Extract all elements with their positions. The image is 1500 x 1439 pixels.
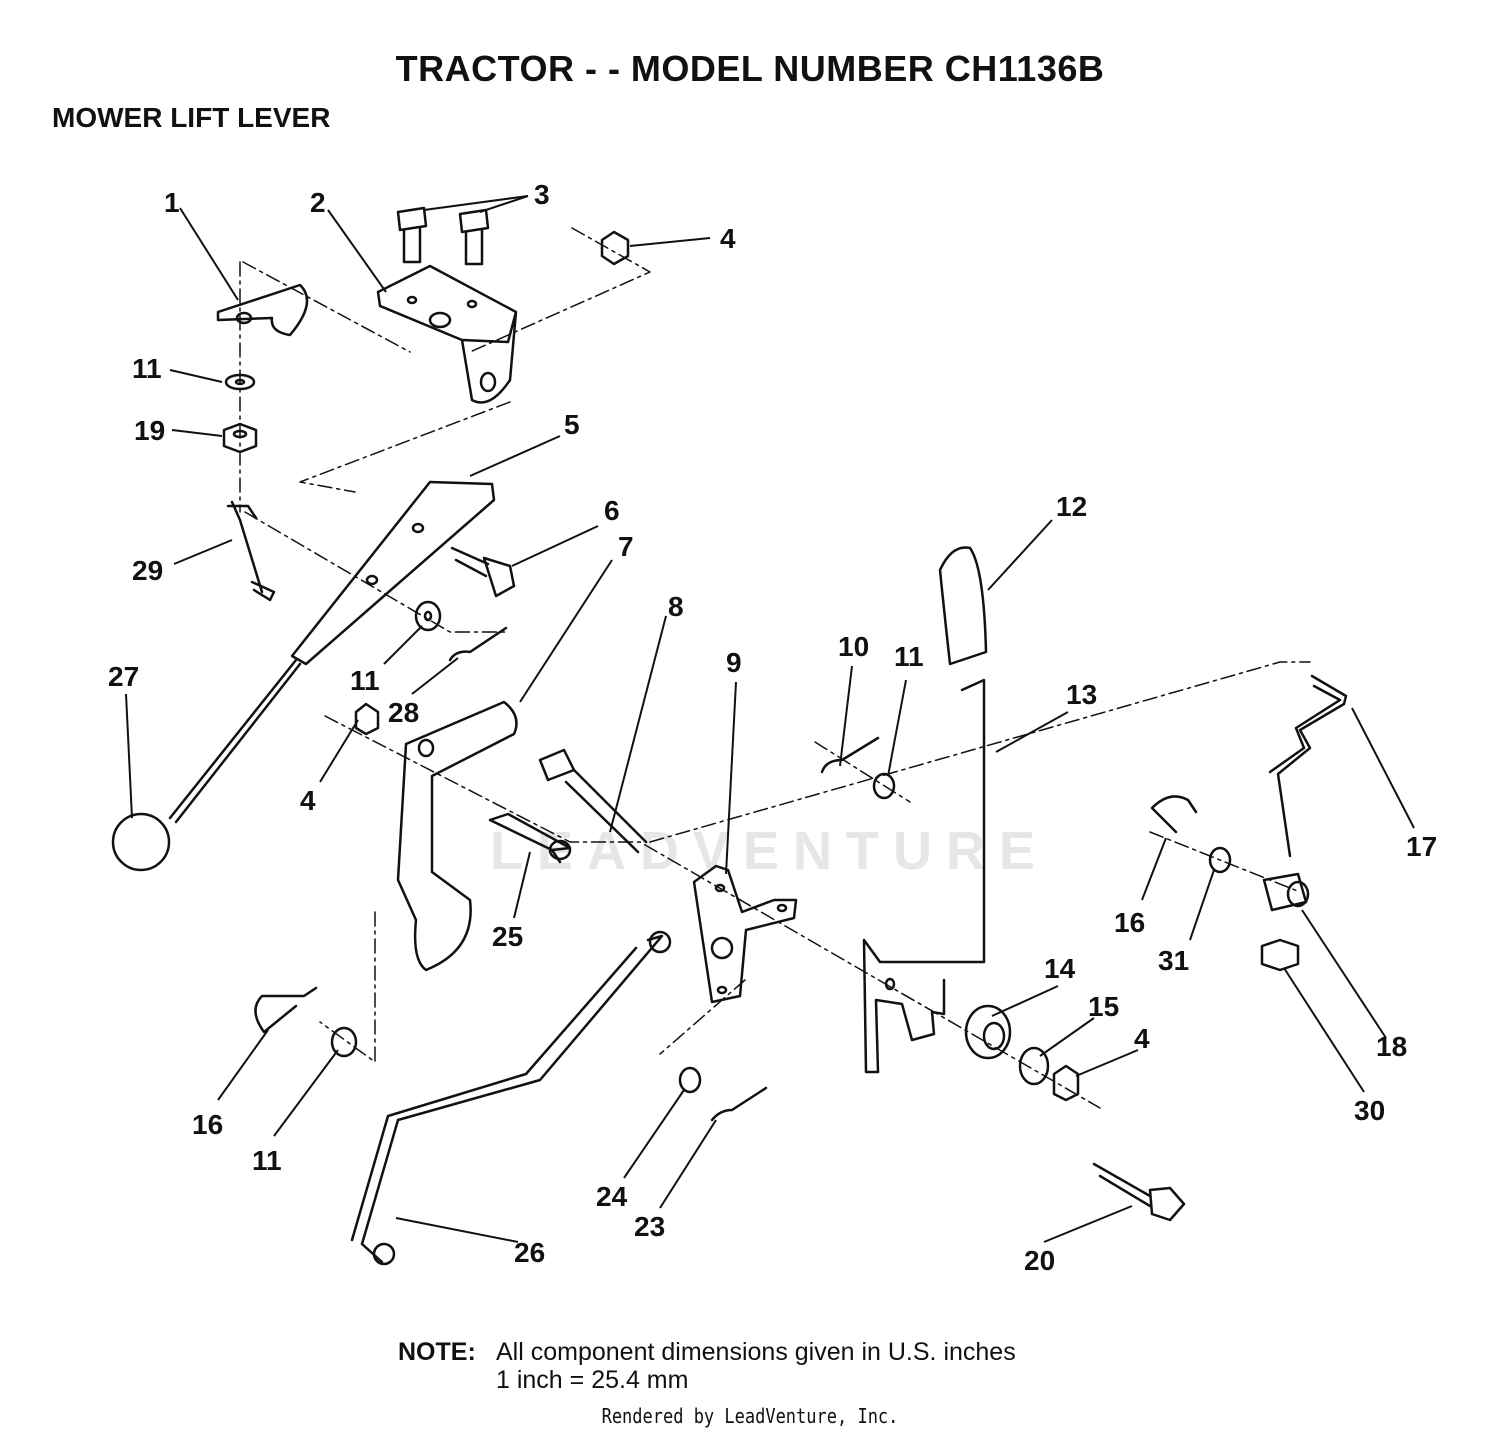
part-24-washer xyxy=(678,1066,702,1094)
footer-credit: Rendered by LeadVenture, Inc. xyxy=(601,1404,899,1428)
callout-7: 7 xyxy=(618,531,634,562)
callout-12: 12 xyxy=(1056,491,1087,522)
part-10-pin xyxy=(820,736,880,774)
callout-11b: 11 xyxy=(350,665,380,696)
watermark: LEADVENTURE xyxy=(490,821,1050,881)
callout-11c: 11 xyxy=(894,641,924,672)
callout-26: 26 xyxy=(514,1237,545,1268)
part-28-pin xyxy=(448,626,508,662)
part-3-bolts xyxy=(396,206,428,264)
callout-4c: 4 xyxy=(1134,1023,1150,1054)
part-19-nut xyxy=(222,422,258,454)
callout-14: 14 xyxy=(1044,953,1076,984)
callout-20: 20 xyxy=(1024,1245,1055,1276)
assembly-lines xyxy=(239,227,1311,1109)
callout-25: 25 xyxy=(492,921,523,952)
callout-30: 30 xyxy=(1354,1095,1385,1126)
callout-3: 3 xyxy=(534,179,550,210)
part-12-grip xyxy=(938,546,988,666)
callout-1: 1 xyxy=(164,187,180,218)
callout-6: 6 xyxy=(604,495,620,526)
callout-10: 10 xyxy=(838,631,869,662)
callout-17: 17 xyxy=(1406,831,1437,862)
callout-24: 24 xyxy=(596,1181,628,1212)
note-label: NOTE: xyxy=(398,1338,476,1366)
part-26-rod xyxy=(350,934,664,1264)
callout-16: 16 xyxy=(1114,907,1145,938)
callout-16b: 16 xyxy=(192,1109,223,1140)
part-17-rod xyxy=(1268,674,1348,858)
part-13-handle xyxy=(862,678,986,1074)
diagram-title: TRACTOR - - MODEL NUMBER CH1136B xyxy=(395,48,1105,89)
callout-27: 27 xyxy=(108,661,139,692)
part-11-washer xyxy=(224,373,256,391)
callout-labels: 1 2 3 4 11 19 5 29 6 7 12 8 27 11 28 10 … xyxy=(108,179,1437,1276)
callout-31: 31 xyxy=(1158,945,1189,976)
callout-9: 9 xyxy=(726,647,742,678)
note-line-1: All component dimensions given in U.S. i… xyxy=(496,1338,1016,1366)
part-16-hairpin-left xyxy=(254,986,318,1034)
callout-11d: 11 xyxy=(252,1145,282,1176)
callout-11: 11 xyxy=(132,353,162,384)
part-30-nut xyxy=(1260,938,1300,972)
dimension-note: NOTE: All component dimensions given in U… xyxy=(398,1338,1016,1394)
callout-2: 2 xyxy=(310,187,326,218)
section-subtitle: MOWER LIFT LEVER xyxy=(52,102,331,133)
part-20-bolt xyxy=(1092,1162,1186,1222)
part-2-bracket xyxy=(376,264,518,404)
part-4-nut xyxy=(600,230,630,266)
part-4-nut-lower xyxy=(1052,1064,1080,1102)
part-31-washer xyxy=(1208,846,1232,874)
callout-4: 4 xyxy=(720,223,736,254)
callout-23: 23 xyxy=(634,1211,665,1242)
callout-28: 28 xyxy=(388,697,419,728)
part-9-plate xyxy=(692,864,798,1004)
callout-8: 8 xyxy=(668,591,684,622)
callout-15: 15 xyxy=(1088,991,1119,1022)
part-1-clip xyxy=(216,283,309,337)
callout-19: 19 xyxy=(134,415,165,446)
callout-13: 13 xyxy=(1066,679,1097,710)
part-23-pin xyxy=(710,1086,768,1122)
part-29-link xyxy=(226,500,276,602)
part-5-lever-plate xyxy=(168,480,496,820)
part-7-arm xyxy=(396,700,518,972)
callout-29: 29 xyxy=(132,555,163,586)
callout-4b: 4 xyxy=(300,785,316,816)
part-15-washer xyxy=(1018,1046,1050,1086)
part-6-bolt xyxy=(450,546,516,598)
note-line-2: 1 inch = 25.4 mm xyxy=(496,1366,689,1394)
leader-lines xyxy=(125,195,1415,1243)
part-16-hairpin xyxy=(1150,795,1198,834)
part-8-bolt xyxy=(538,748,648,854)
part-27-knob xyxy=(111,812,171,872)
callout-18: 18 xyxy=(1376,1031,1407,1062)
callout-5: 5 xyxy=(564,409,580,440)
part-14-bushing xyxy=(964,1004,1012,1060)
